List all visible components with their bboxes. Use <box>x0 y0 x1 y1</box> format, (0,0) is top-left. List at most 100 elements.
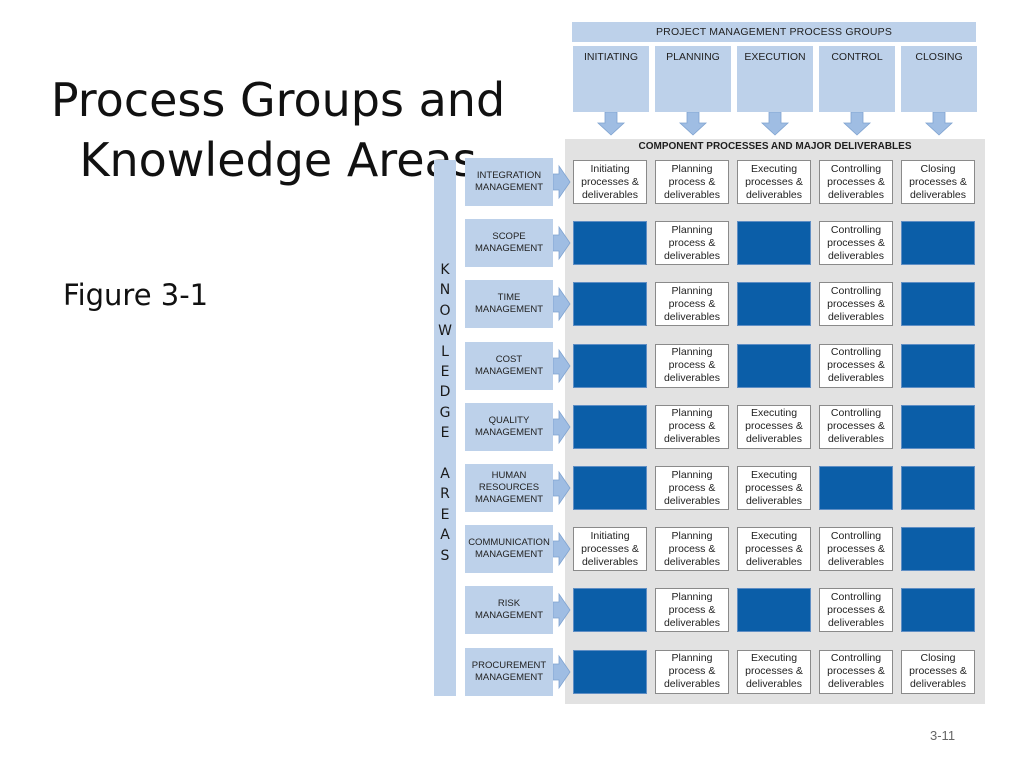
knowledge-area-label-line: MANAGEMENT <box>474 365 544 377</box>
right-arrow-glyph <box>552 531 571 567</box>
deliverable-cell-line: Closing <box>920 162 956 175</box>
right-arrow-icon <box>552 158 571 206</box>
deliverable-cell-line: processes & <box>745 481 803 494</box>
deliverable-cell-line: Controlling <box>830 529 882 542</box>
knowledge-areas-letter: G <box>439 404 451 421</box>
deliverable-cell-line: process & <box>668 603 716 616</box>
deliverable-cell-line: processes & <box>745 542 803 555</box>
down-arrow-glyph <box>596 111 626 136</box>
deliverable-cell-line: deliverables <box>663 249 721 262</box>
empty-cell <box>901 527 975 572</box>
deliverable-cell-line: deliverables <box>663 616 721 629</box>
right-arrow-icon <box>552 648 571 696</box>
right-arrow-icon <box>552 280 571 328</box>
deliverable-cell-line: Controlling <box>830 346 882 359</box>
empty-cell <box>573 282 647 327</box>
knowledge-area-label-line: COMMUNICATION <box>468 537 550 549</box>
knowledge-area-label-line: MANAGEMENT <box>474 426 544 438</box>
deliverable-cell-line: Controlling <box>830 223 882 236</box>
right-arrow-glyph <box>552 593 571 628</box>
deliverable-cell-line: process & <box>668 175 716 188</box>
empty-cell <box>901 466 975 510</box>
deliverable-cell-line: process & <box>668 542 716 555</box>
empty-cell <box>573 649 647 694</box>
right-arrow-glyph-shape <box>552 348 571 383</box>
slide-title-line-2: Knowledge Areas <box>79 133 477 187</box>
deliverable-cell-line: Planning <box>671 529 713 542</box>
deliverable-cell-line: processes & <box>827 297 885 310</box>
deliverable-cell-line: deliverables <box>827 555 885 568</box>
deliverable-cell-line: Closing <box>920 652 956 665</box>
deliverable-cell-line: deliverables <box>745 555 803 568</box>
deliverable-cell-line: Planning <box>671 468 713 481</box>
deliverable-cell-line: process & <box>668 481 716 494</box>
knowledge-areas-letter: A <box>440 527 450 544</box>
deliverable-cell-line: deliverables <box>745 188 803 201</box>
deliverable-cell-line: processes & <box>745 175 803 188</box>
knowledge-area-label-line: RESOURCES <box>478 482 540 493</box>
knowledge-area-label-line: RISK <box>497 598 521 610</box>
knowledge-areas-letter: E <box>440 506 450 523</box>
deliverable-cell-line: processes & <box>909 175 967 188</box>
right-arrow-glyph-shape <box>552 287 571 322</box>
knowledge-areas-letter: N <box>439 282 451 299</box>
knowledge-areas-letter: S <box>440 547 450 564</box>
empty-cell <box>901 221 975 266</box>
empty-cell <box>573 221 647 266</box>
deliverable-cell-line: Planning <box>671 652 713 665</box>
right-arrow-icon <box>552 586 571 634</box>
knowledge-area-label-line: INTEGRATION <box>476 170 542 181</box>
deliverable-cell-line: deliverables <box>581 188 639 201</box>
deliverable-cell-line: processes & <box>827 236 885 249</box>
empty-cell <box>737 282 811 327</box>
deliverable-cell-line: Executing <box>750 407 798 420</box>
knowledge-areas-letter: W <box>438 323 452 340</box>
knowledge-areas-letter: O <box>439 302 451 319</box>
deliverable-cell-line: processes & <box>827 542 885 555</box>
knowledge-area-label-line: MANAGEMENT <box>474 610 544 622</box>
deliverable-cell-line: processes & <box>909 665 967 678</box>
deliverable-cell-line: Executing <box>750 468 798 481</box>
deliverable-cell-line: Planning <box>671 590 713 603</box>
right-arrow-icon <box>552 342 571 390</box>
knowledge-areas-letter: D <box>439 384 451 401</box>
down-arrow-glyph-shape <box>842 111 872 136</box>
down-arrow-glyph <box>678 111 708 136</box>
right-arrow-glyph <box>552 654 571 689</box>
deliverable-cell-line: processes & <box>827 603 885 616</box>
empty-cell <box>901 343 975 388</box>
page-number: 3-11 <box>930 728 956 743</box>
deliverable-cell-line: deliverables <box>663 555 721 568</box>
right-arrow-glyph-shape <box>552 654 571 689</box>
empty-cell <box>901 404 975 449</box>
process-groups-header: PROJECT MANAGEMENT PROCESS GROUPS <box>572 22 976 42</box>
knowledge-area-label-line: MANAGEMENT <box>474 671 544 683</box>
